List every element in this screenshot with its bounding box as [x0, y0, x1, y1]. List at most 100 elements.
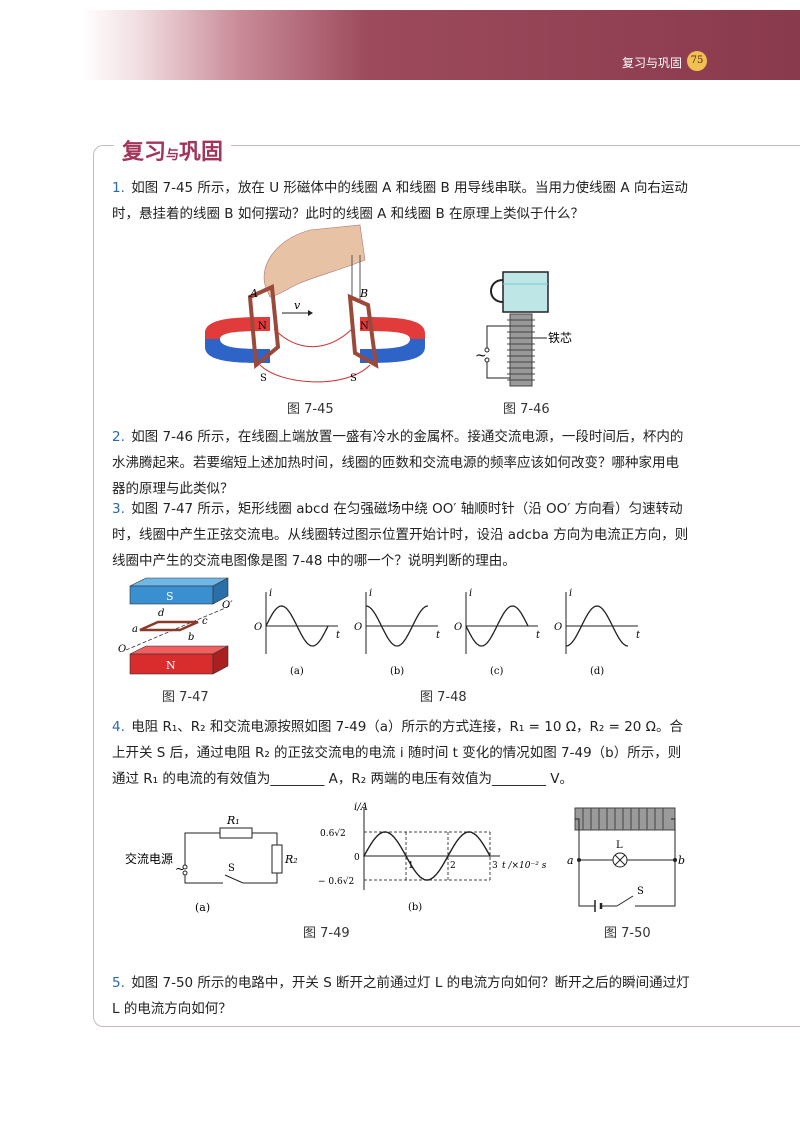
caption-fig-7-46: 图 7-46 [503, 402, 550, 417]
label-a: A [249, 287, 258, 300]
panel-label: (b) [390, 666, 404, 677]
question-4: 4. 电阻 R₁、R₂ 和交流电源按照如图 7-49（a）所示的方式连接，R₁ … [112, 714, 690, 792]
x-axis-label: t /×10⁻² s [502, 861, 547, 871]
figure-7-46: ~ 铁芯 [475, 271, 572, 387]
question-2: 2. 如图 7-46 所示，在线圈上端放置一盛有冷水的金属杯。接通交流电源，一段… [112, 424, 690, 502]
coil-windings [582, 808, 664, 830]
terminal [484, 347, 490, 353]
tick-label-zero: 0 [354, 853, 360, 863]
circuit-wire [184, 871, 223, 884]
panel-b-label: (b) [408, 902, 422, 913]
magnet-s-top [129, 577, 229, 587]
magnet-n-top [129, 645, 229, 655]
section-title-mid: 与 [166, 148, 180, 163]
tick-label-bottom: − 0.6√2 [318, 876, 354, 887]
label-n: N [166, 659, 176, 672]
figure-7-45: v A B N N S S [205, 224, 425, 384]
label-s: S [228, 863, 235, 874]
label-l: L [616, 840, 623, 851]
axis-i-label: i [569, 588, 572, 599]
section-frame [93, 145, 800, 1027]
figure-7-48: itO(a)itO(b)itO(c)itO(d) [254, 588, 641, 677]
hand-shape [263, 224, 366, 298]
question-number: 1. [112, 180, 125, 196]
axis-t-label: t [336, 630, 341, 641]
magnet-right-red [360, 317, 425, 339]
panel-label: (d) [590, 666, 604, 677]
label-n-right: N [360, 321, 369, 332]
coil-windings [507, 319, 535, 381]
axis-t-label: t [536, 630, 541, 641]
resistor-r2 [271, 844, 283, 874]
label-d: d [158, 608, 164, 619]
label-a: a [567, 854, 574, 867]
axis-i-label: i [369, 588, 372, 599]
question-number: 5. [112, 975, 125, 991]
axis-oo [125, 605, 231, 651]
magnet-n-side [212, 645, 229, 675]
origin-label: O [354, 622, 362, 633]
circuit-wire [243, 873, 278, 884]
question-text: 如图 7-45 所示，放在 U 形磁体中的线圈 A 和线圈 B 用导线串联。当用… [112, 180, 688, 222]
figure-7-47: S a b c d O O′ N [118, 577, 233, 675]
label-n-left: N [258, 321, 267, 332]
circuit-wire [635, 818, 676, 907]
data-point [405, 855, 407, 857]
label-s: S [637, 886, 644, 897]
section-title-a: 复习 [122, 139, 167, 165]
label-r2: R₂ [284, 853, 298, 866]
coil-b [347, 293, 379, 369]
label-b: b [188, 632, 194, 643]
question-number: 3. [112, 501, 125, 517]
coil-body [574, 807, 676, 831]
label-core: 铁芯 [548, 331, 572, 345]
figure-7-50: L a b S [567, 807, 685, 912]
data-point [426, 879, 428, 881]
question-text: 如图 7-47 所示，矩形线圈 abcd 在匀强磁场中绕 OO′ 轴顺时针（沿 … [112, 501, 689, 569]
x-tick-label: 1 [408, 861, 414, 871]
y-axis-label: i/A [354, 802, 368, 813]
origin-label: O [454, 622, 462, 633]
source-terminal [182, 864, 188, 870]
waveform-curve [565, 605, 629, 647]
supply-wire-bottom [486, 362, 510, 379]
caption-fig-7-45: 图 7-45 [287, 402, 334, 417]
label-s: S [166, 590, 174, 603]
section-title: 复习与巩固 [114, 134, 232, 166]
label-o: O [118, 644, 126, 655]
panel-a-label: (a) [195, 901, 210, 914]
ac-symbol: ~ [475, 348, 487, 364]
caption-fig-7-50: 图 7-50 [604, 926, 651, 941]
velocity-arrowhead [308, 310, 313, 316]
cup-handle [490, 279, 504, 303]
label-a: a [132, 624, 138, 635]
waveform-curve [465, 605, 529, 647]
waveform-curve [265, 605, 329, 647]
terminal [484, 357, 490, 363]
section-title-b: 巩固 [179, 139, 224, 165]
x-tick-label: 3 [492, 861, 498, 871]
lamp-cross [614, 854, 626, 866]
axis-t-label: t [436, 630, 441, 641]
circuit-wire [575, 818, 595, 907]
header-chapter: 复习与巩固 [621, 56, 682, 70]
circuit-wire [184, 832, 220, 865]
label-c: c [202, 616, 208, 627]
switch-s [224, 874, 244, 884]
caption-fig-7-47: 图 7-47 [162, 690, 209, 705]
resistor-r1 [219, 827, 253, 839]
label-b: B [359, 287, 368, 300]
label-r1: R₁ [226, 814, 240, 827]
question-1: 1. 如图 7-45 所示，放在 U 形磁体中的线圈 A 和线圈 B 用导线串联… [112, 175, 690, 227]
label-v: v [294, 299, 301, 312]
data-point [447, 855, 449, 857]
data-point [384, 831, 386, 833]
origin-label: O [554, 622, 562, 633]
label-s-left: S [260, 373, 267, 384]
label-ac: ~ [175, 862, 185, 876]
wire-top [273, 328, 353, 348]
label-source: 交流电源 [125, 851, 173, 866]
switch-s [616, 895, 634, 907]
caption-fig-7-49: 图 7-49 [303, 926, 350, 941]
